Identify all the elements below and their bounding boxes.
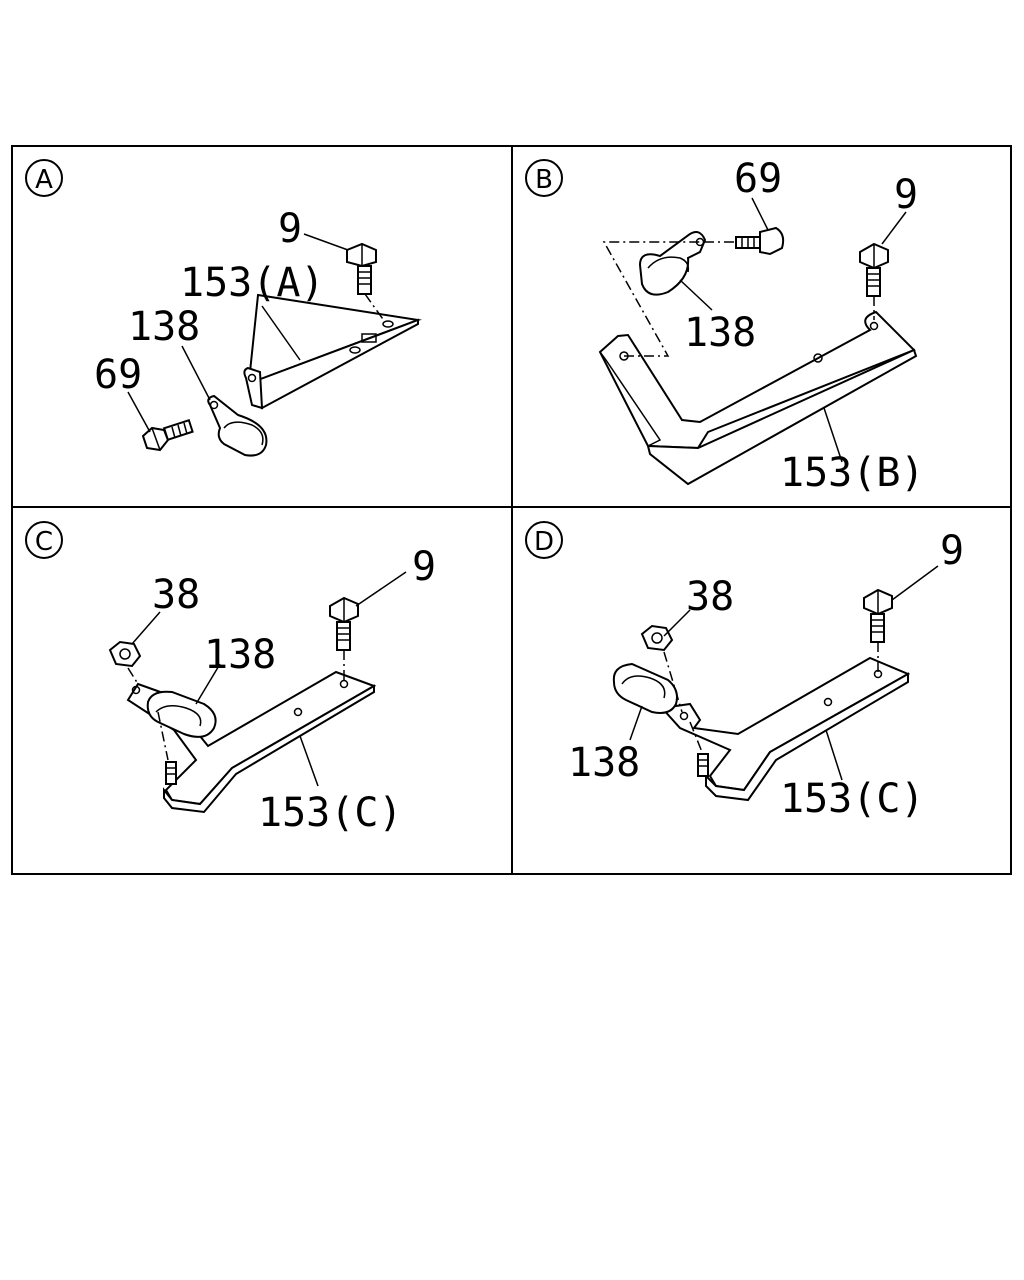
label-bracket-153c-d: 153(C) [780, 776, 925, 822]
panel-a-marker: A [35, 165, 53, 195]
panel-b-marker: B [535, 165, 553, 195]
label-clip-138-d: 138 [568, 740, 640, 786]
bolt-9 [346, 242, 386, 323]
label-clip-138: 138 [128, 304, 200, 350]
panel-c: C [25, 521, 436, 836]
label-clip-138-c: 138 [204, 632, 276, 678]
label-bolt-69-b: 69 [734, 156, 782, 202]
bolt-9-c [329, 596, 359, 680]
bolt-69-b [704, 226, 785, 256]
panel-b: B [525, 156, 925, 496]
label-bolt-9: 9 [278, 206, 302, 252]
bracket-153b [598, 310, 918, 486]
label-nut-38-d: 38 [686, 574, 734, 620]
panel-d-marker: D [534, 527, 554, 557]
panel-d: D [525, 521, 964, 822]
clip-138-c [146, 690, 217, 738]
stud-c [157, 711, 177, 785]
label-bracket-153a: 153(A) [180, 260, 325, 306]
panel-grid [11, 145, 1012, 875]
panel-a: A [25, 159, 422, 457]
nut-38 [108, 640, 142, 685]
label-bracket-153b: 153(B) [780, 450, 925, 496]
stud-d [689, 721, 709, 777]
bolt-9-d [863, 588, 893, 672]
label-bolt-9-c: 9 [412, 544, 436, 590]
nut-38-d [640, 624, 683, 713]
panel-c-marker: C [35, 527, 53, 557]
label-bolt-69: 69 [94, 352, 142, 398]
label-bolt-9-d: 9 [940, 528, 964, 574]
bolt-69 [141, 418, 194, 452]
bolt-9-b [859, 242, 889, 320]
clip-138 [207, 394, 268, 457]
label-bracket-153c: 153(C) [258, 790, 403, 836]
bracket-153c [126, 670, 377, 814]
bracket-153a [243, 293, 422, 410]
clip-138-d [612, 662, 678, 714]
label-clip-138-b: 138 [684, 310, 756, 356]
clip-138-b [638, 231, 707, 296]
label-nut-38-c: 38 [152, 572, 200, 618]
label-bolt-9-b: 9 [894, 172, 918, 218]
